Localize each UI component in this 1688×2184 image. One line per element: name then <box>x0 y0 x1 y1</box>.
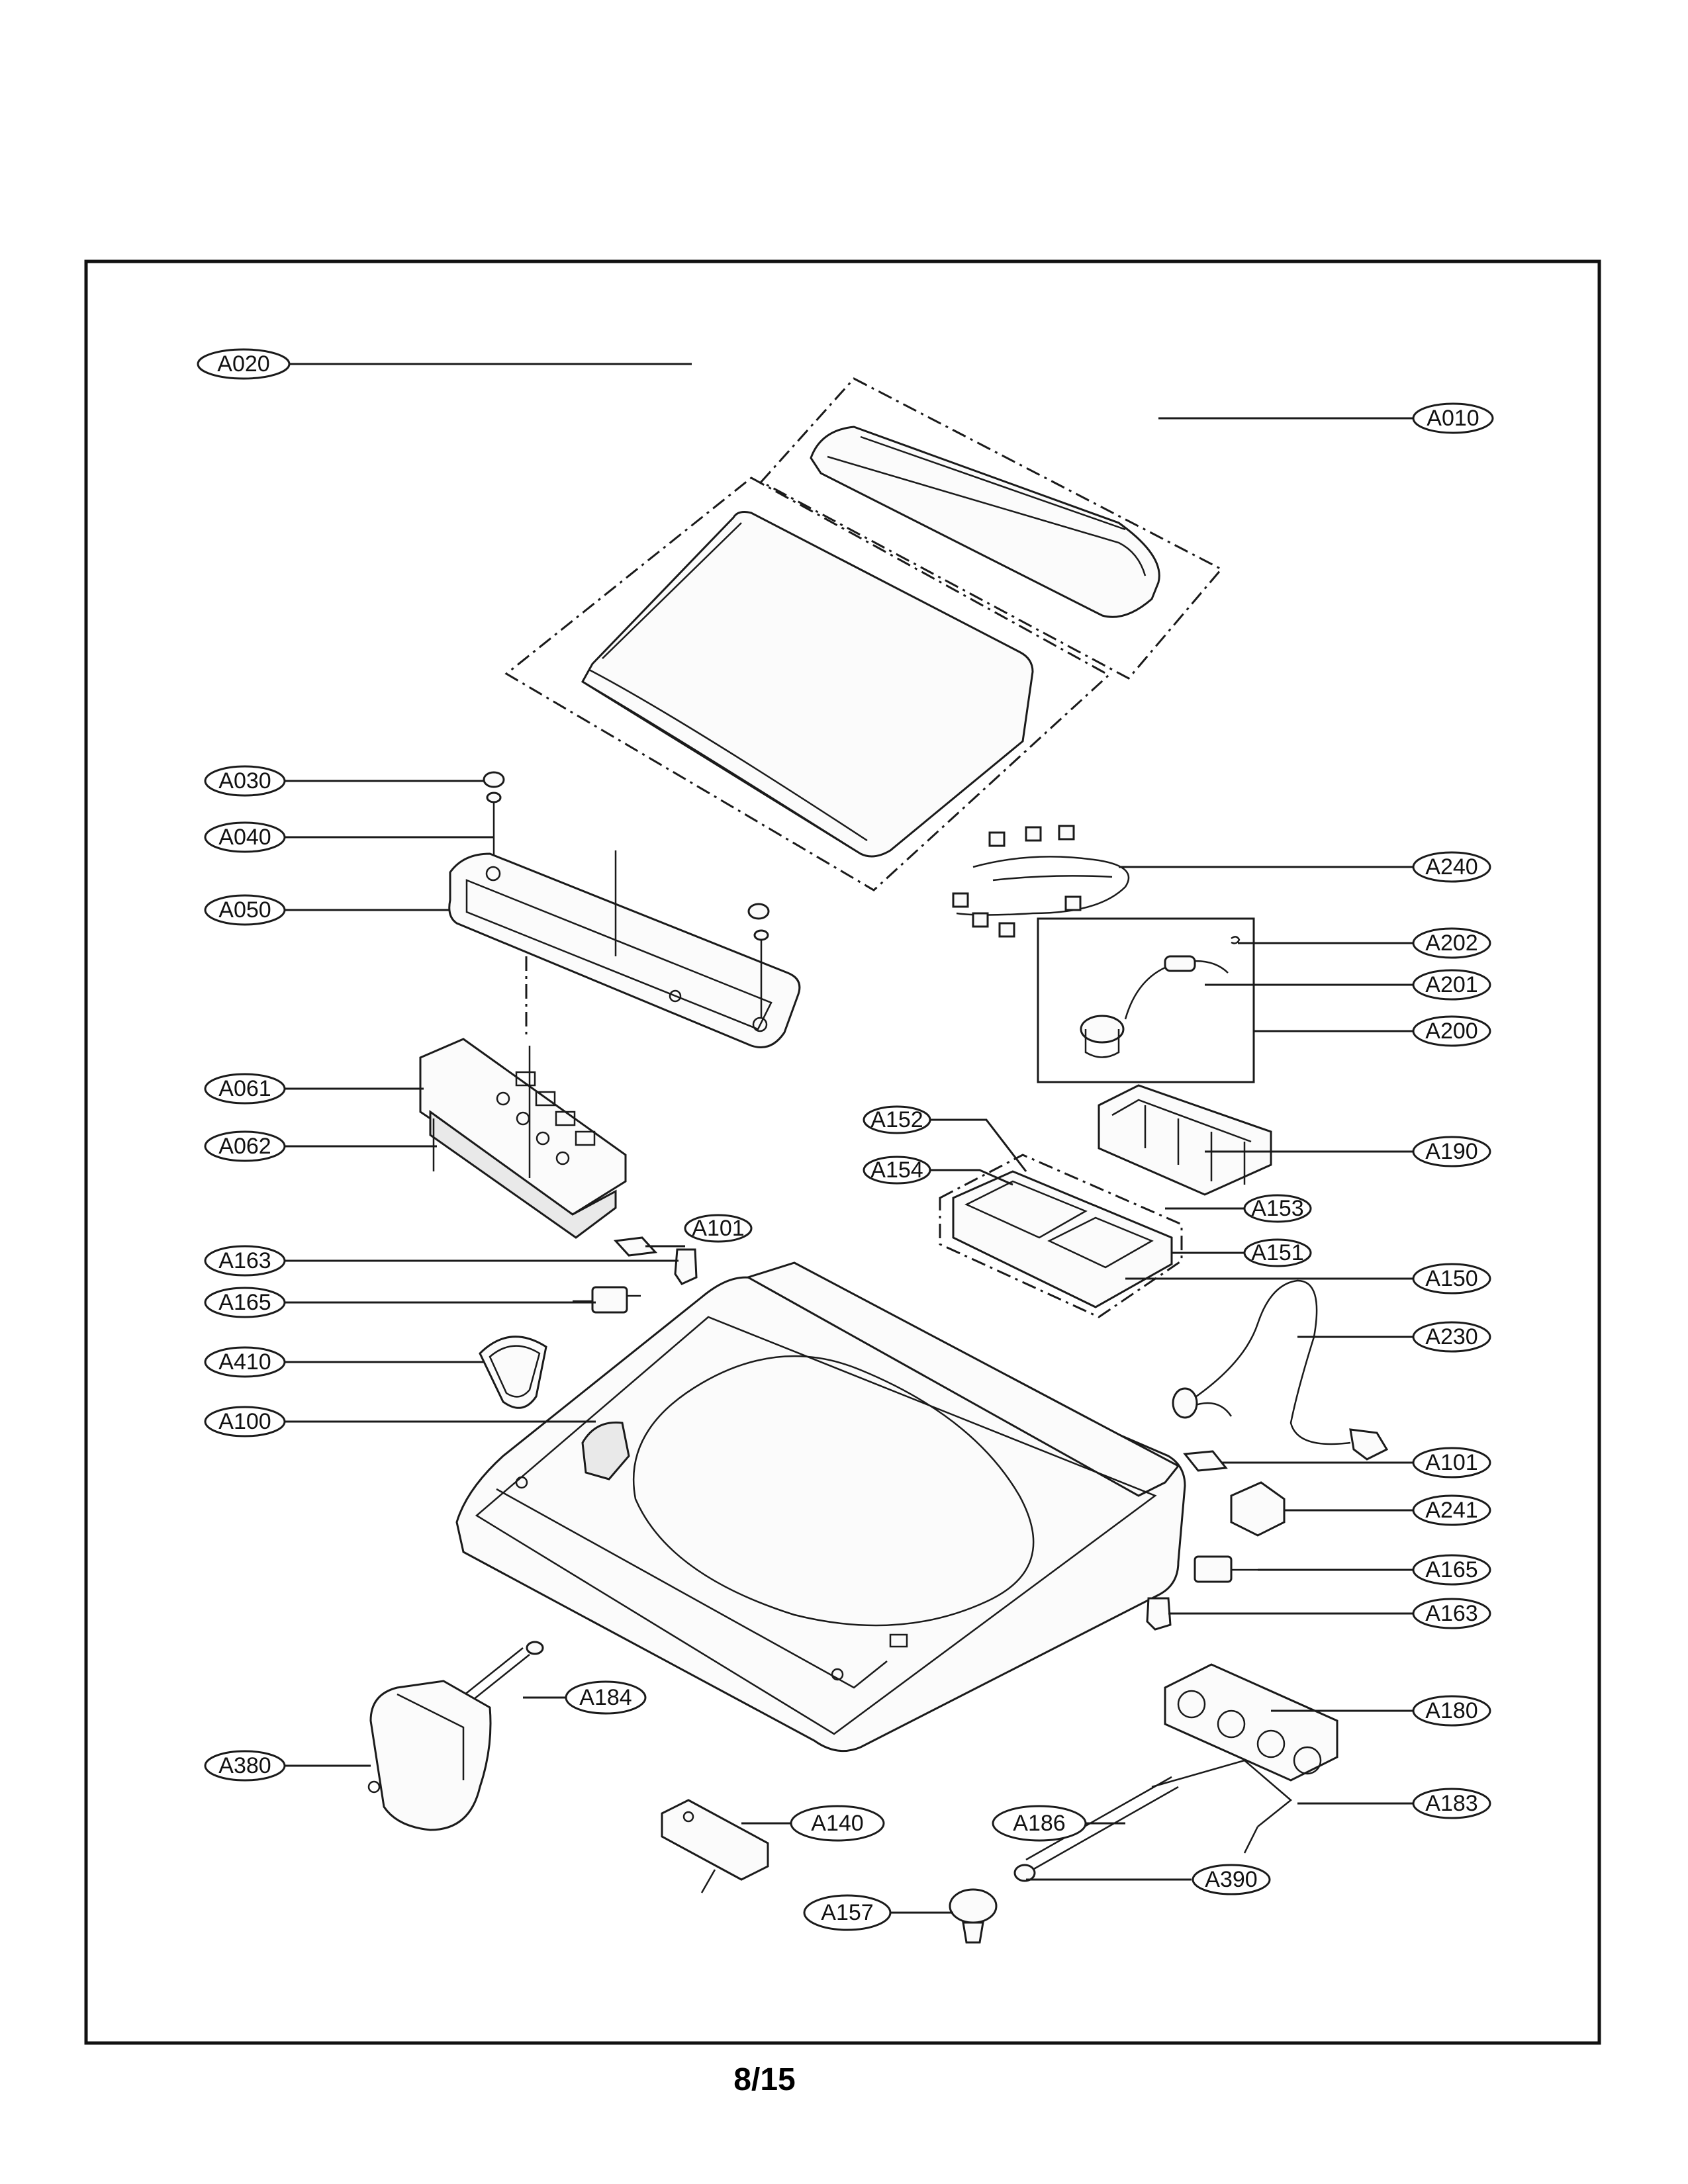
part-a101-right-cover <box>1183 1450 1228 1472</box>
callout-a050: A050 <box>204 894 286 926</box>
callout-a163-left: A163 <box>204 1245 286 1277</box>
callout-a202: A202 <box>1412 927 1491 959</box>
part-a030-hinge-caps <box>483 771 770 920</box>
part-a100-top-cover <box>455 1261 1186 1752</box>
callout-a241: A241 <box>1412 1494 1491 1526</box>
part-a163-right-catch <box>1146 1597 1172 1631</box>
part-a010-rear-cover <box>759 377 1223 680</box>
callout-a157: A157 <box>803 1894 892 1931</box>
callout-a410: A410 <box>204 1346 286 1378</box>
part-a180-water-valve <box>1151 1663 1338 1854</box>
callout-label: A202 <box>1425 931 1477 956</box>
callout-a240: A240 <box>1412 851 1491 883</box>
callout-label: A154 <box>870 1158 923 1183</box>
part-a380-water-cover <box>367 1680 492 1831</box>
callout-a201: A201 <box>1412 969 1491 1001</box>
callout-label: A101 <box>692 1216 744 1241</box>
callout-a165-left: A165 <box>204 1287 286 1318</box>
callout-a184: A184 <box>565 1680 647 1715</box>
part-a140-sensor <box>661 1799 769 1893</box>
callout-label: A240 <box>1425 854 1477 880</box>
callout-a010: A010 <box>1412 402 1494 434</box>
callout-label: A150 <box>1425 1266 1477 1291</box>
callout-label: A040 <box>218 825 271 850</box>
callout-a163-right: A163 <box>1412 1598 1491 1629</box>
part-a157-filter <box>949 1888 998 1944</box>
callout-label: A100 <box>218 1409 271 1434</box>
callout-label: A184 <box>579 1685 632 1710</box>
part-a241-noise-filter <box>1230 1481 1286 1537</box>
callout-a020: A020 <box>197 348 291 380</box>
page-number: 8/15 <box>733 2062 796 2097</box>
callout-label: A241 <box>1425 1498 1477 1523</box>
callout-label: A152 <box>870 1107 923 1132</box>
callout-a150: A150 <box>1412 1263 1491 1295</box>
callout-a101-left: A101 <box>684 1214 753 1243</box>
part-a186-hose <box>1013 1776 1179 1882</box>
callout-label: A165 <box>1425 1557 1477 1582</box>
callout-a180: A180 <box>1412 1695 1491 1727</box>
callout-a153: A153 <box>1243 1194 1312 1223</box>
callout-label: A153 <box>1251 1196 1303 1221</box>
callout-label: A200 <box>1425 1019 1477 1044</box>
callout-a390: A390 <box>1192 1864 1271 1895</box>
callout-a040: A040 <box>204 821 286 853</box>
callout-label: A390 <box>1205 1867 1257 1892</box>
callout-a380: A380 <box>204 1750 286 1782</box>
part-a200-pressure-switch-kit <box>1037 917 1255 1083</box>
callout-label: A101 <box>1425 1450 1477 1475</box>
callout-a101-right: A101 <box>1412 1447 1491 1479</box>
part-a165-right-switch <box>1194 1555 1258 1583</box>
callout-label: A190 <box>1425 1139 1477 1164</box>
callout-a186: A186 <box>992 1805 1087 1842</box>
part-a240-wire-harness <box>952 825 1130 938</box>
part-a040-screws <box>486 792 769 1018</box>
callout-a152: A152 <box>863 1105 931 1134</box>
callout-label: A180 <box>1425 1698 1477 1723</box>
callout-label: A410 <box>218 1349 271 1375</box>
part-a410-funnel <box>479 1336 547 1409</box>
callout-a190: A190 <box>1412 1136 1491 1167</box>
callout-label: A163 <box>218 1248 271 1273</box>
callout-label: A050 <box>218 897 271 923</box>
callout-label: A163 <box>1425 1601 1477 1626</box>
callout-a165-right: A165 <box>1412 1554 1491 1586</box>
callout-a151: A151 <box>1243 1238 1312 1267</box>
part-a190-dispenser-housing <box>1098 1084 1272 1196</box>
callout-a200: A200 <box>1412 1015 1491 1047</box>
part-a163-left-catch <box>674 1248 698 1285</box>
callout-a062: A062 <box>204 1130 286 1162</box>
callout-label: A201 <box>1425 972 1477 997</box>
callout-label: A380 <box>218 1753 271 1778</box>
callout-a030: A030 <box>204 765 286 797</box>
diagram-frame <box>84 259 1601 2045</box>
callout-label: A186 <box>1013 1811 1065 1836</box>
callout-a100: A100 <box>204 1406 286 1437</box>
callout-a183: A183 <box>1412 1788 1491 1819</box>
part-a165-left-switch <box>573 1286 641 1314</box>
part-a061-a062-pcb-assembly <box>419 1038 627 1239</box>
part-a101-left-cover <box>613 1236 658 1257</box>
callout-label: A151 <box>1251 1240 1303 1265</box>
callout-label: A020 <box>217 351 269 377</box>
part-a050-rear-panel <box>448 850 801 1048</box>
part-a230-power-cord <box>1172 1279 1389 1461</box>
callout-label: A061 <box>218 1076 271 1101</box>
callout-label: A010 <box>1427 406 1479 431</box>
callout-label: A157 <box>821 1900 873 1925</box>
part-a150-dispenser-drawer <box>939 1154 1183 1318</box>
callout-label: A183 <box>1425 1791 1477 1816</box>
callout-label: A030 <box>218 768 271 794</box>
callout-a154: A154 <box>863 1156 931 1185</box>
callout-a061: A061 <box>204 1073 286 1105</box>
callout-label: A230 <box>1425 1324 1477 1349</box>
callout-label: A165 <box>218 1290 271 1315</box>
callout-a140: A140 <box>790 1805 885 1842</box>
part-a020-lid <box>504 477 1111 891</box>
leader-lines <box>285 363 1423 1914</box>
callout-a230: A230 <box>1412 1321 1491 1353</box>
callout-label: A062 <box>218 1134 271 1159</box>
callout-label: A140 <box>811 1811 863 1836</box>
